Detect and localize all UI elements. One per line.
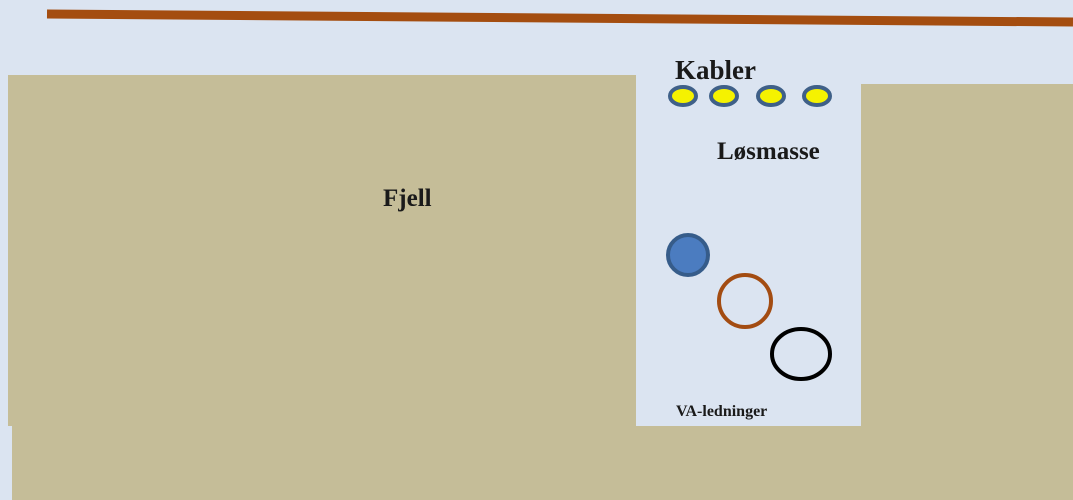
pipe-brown: [717, 273, 773, 329]
bottom-ground-strip: [12, 426, 1073, 500]
fjell-rock-block: [8, 75, 636, 426]
va-pipes: [666, 233, 832, 381]
pipe-blue: [666, 233, 710, 277]
cables: [668, 85, 832, 107]
top-line: [46, 9, 1073, 27]
fjell-label: Fjell: [383, 185, 432, 212]
va-ledninger-label: VA-ledninger: [676, 403, 768, 420]
va-label-clip: VA-ledninger: [636, 396, 860, 426]
cable: [668, 85, 698, 107]
kabler-label: Kabler: [675, 55, 756, 85]
pipe-black: [770, 327, 832, 381]
losmasse-label: Løsmasse: [717, 138, 820, 165]
cable: [802, 85, 832, 107]
cable: [756, 85, 786, 107]
right-ground-block: [861, 84, 1073, 426]
cable: [709, 85, 739, 107]
